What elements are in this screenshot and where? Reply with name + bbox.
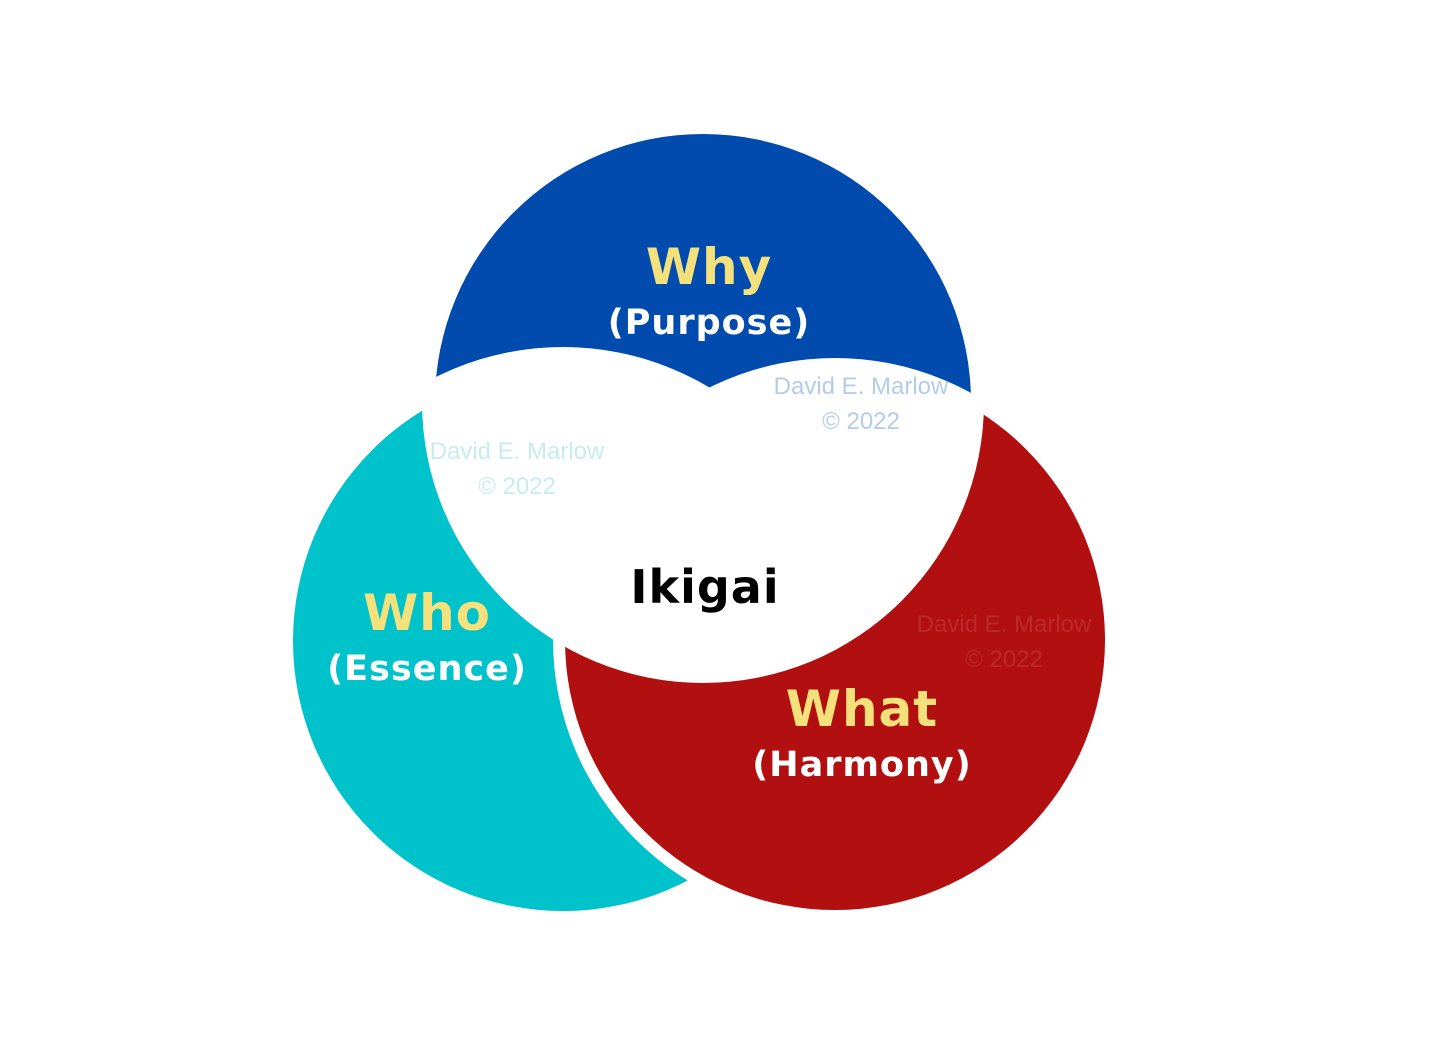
watermark-what: David E. Marlow © 2022 — [917, 611, 1092, 673]
what-subtitle: (Harmony) — [752, 745, 971, 785]
center-region — [569, 412, 832, 663]
why-title: Why — [646, 238, 772, 296]
watermark-what-line1: David E. Marlow — [917, 611, 1092, 638]
why-subtitle: (Purpose) — [608, 303, 811, 343]
center-label: Ikigai — [630, 560, 779, 614]
who-title: Who — [363, 584, 491, 642]
watermark-what-line2: © 2022 — [965, 646, 1043, 673]
watermark-why-line1: David E. Marlow — [774, 373, 949, 400]
what-title: What — [786, 680, 938, 738]
watermark-who: David E. Marlow © 2022 — [430, 438, 605, 500]
watermark-why: David E. Marlow © 2022 — [774, 373, 949, 435]
watermark-who-line2: © 2022 — [478, 473, 556, 500]
watermark-who-line1: David E. Marlow — [430, 438, 605, 465]
who-subtitle: (Essence) — [327, 649, 527, 689]
watermark-why-line2: © 2022 — [822, 408, 900, 435]
